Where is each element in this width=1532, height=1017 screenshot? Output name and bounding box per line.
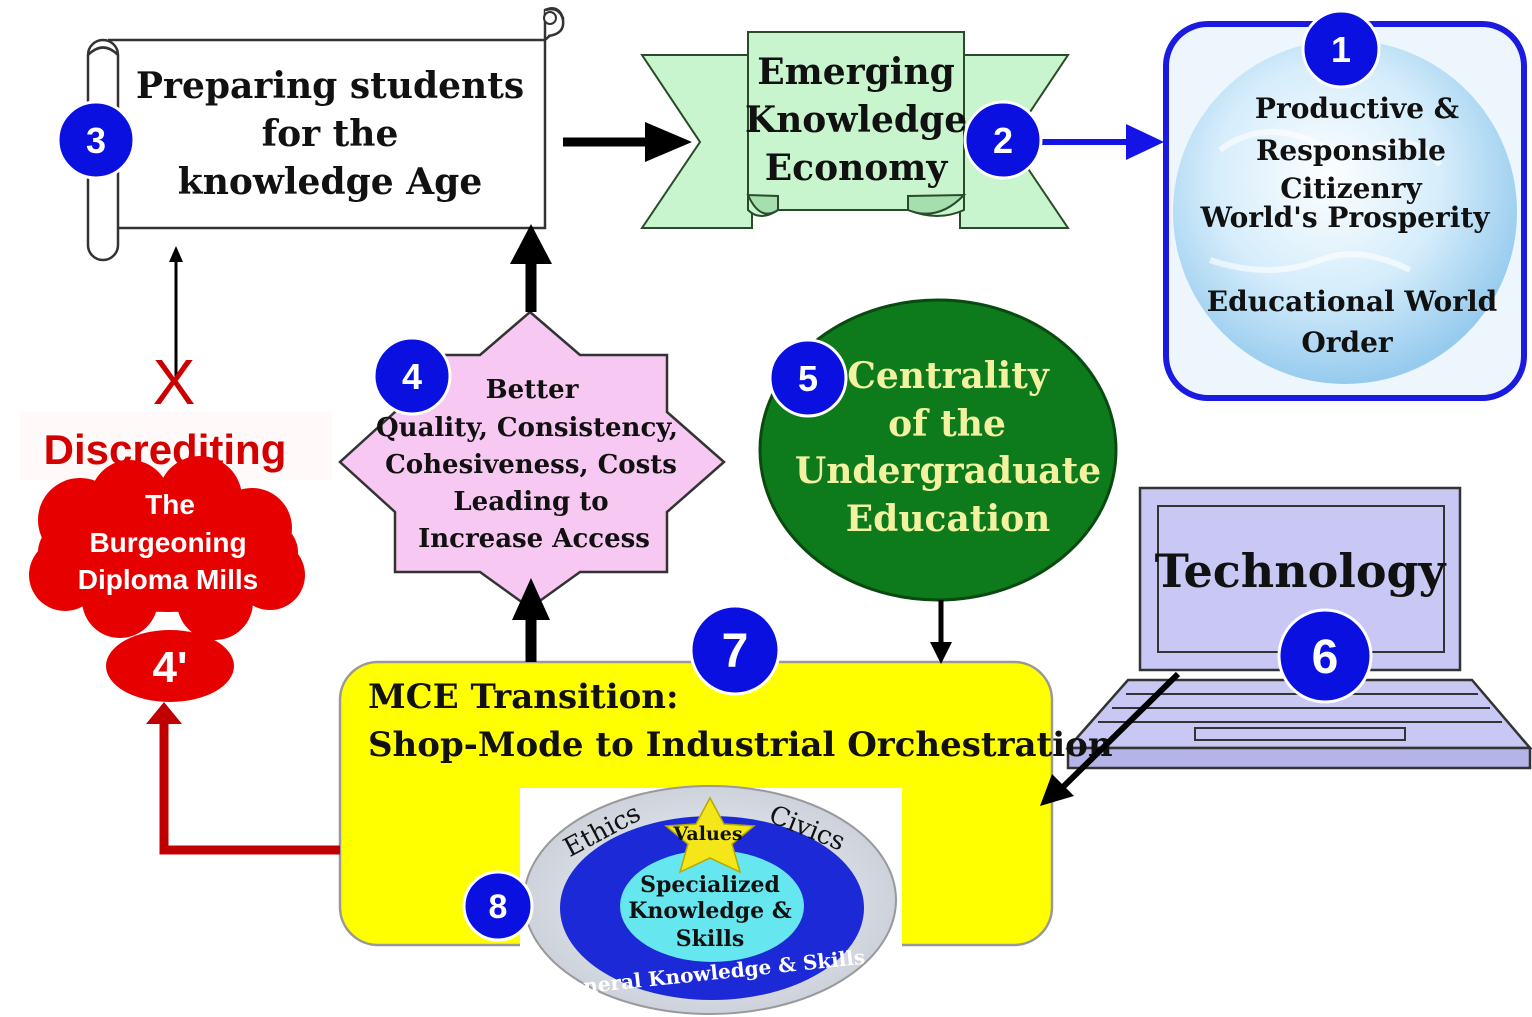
node-1-line-3: Citizenry: [1280, 172, 1422, 205]
node-4-line-5: Increase Access: [418, 524, 650, 554]
badge-4: 4: [372, 336, 452, 416]
node-8-values: Values: [672, 823, 742, 845]
node-8-core-2: Knowledge &: [628, 898, 792, 924]
badge-2: 2: [963, 100, 1043, 180]
node-5-undergraduate-ellipse: Centrality of the Undergraduate Educatio…: [758, 298, 1118, 602]
badge-7: 7: [689, 604, 781, 696]
svg-text:1: 1: [1331, 29, 1351, 70]
reject-x-mark: X: [153, 346, 196, 418]
values-star-icon: [664, 796, 756, 874]
badge-8: 8: [462, 870, 534, 942]
badge-3: 3: [56, 100, 136, 180]
node-6-label: Technology: [1155, 544, 1447, 598]
node-5-line-4: Education: [846, 498, 1051, 540]
node-7-line-2: Shop-Mode to Industrial Orchestration: [368, 725, 1113, 765]
node-4-line-4: Leading to: [453, 487, 608, 517]
node-7-line-1: MCE Transition:: [368, 677, 679, 717]
arrow-6-to-7-head: [1040, 774, 1074, 806]
arrow-2-to-1-head: [1126, 124, 1164, 160]
badge-5: 5: [768, 338, 848, 418]
node-4prime-badge: 4': [153, 643, 188, 692]
node-5-line-2: of the: [888, 403, 1006, 445]
arrow-3-to-2-head: [645, 122, 692, 162]
node-1-line-6: Order: [1301, 326, 1394, 359]
node-1-line-2: Responsible: [1256, 134, 1446, 167]
node-6-technology-laptop: Technology: [1065, 486, 1532, 770]
node-3-line-2: for the: [262, 113, 399, 155]
badge-1: 1: [1301, 9, 1381, 89]
blocked-link-head: [169, 246, 183, 262]
arrow-7-to-4prime-head: [146, 702, 182, 724]
badges: 1 2 3 4 5 6 7 8: [56, 9, 1381, 942]
node-4-line-3: Cohesiveness, Costs: [385, 450, 677, 480]
svg-text:3: 3: [86, 120, 106, 161]
node-1-line-1: Productive &: [1255, 92, 1459, 125]
node-2-economy-banner: Emerging Knowledge Economy: [640, 31, 1070, 229]
node-4prime-diploma-mills: Discrediting The Burgeoning Diploma Mill…: [20, 412, 332, 702]
node-4prime-line-1: The: [145, 489, 195, 520]
node-8-competency-oval: Values Ethics Civics Specialized Knowled…: [520, 785, 902, 1017]
badge-6: 6: [1277, 608, 1373, 704]
svg-text:8: 8: [489, 888, 508, 926]
node-8-core-1: Specialized: [640, 872, 780, 898]
discrediting-heading: Discrediting: [44, 426, 287, 473]
node-3-line-3: knowledge Age: [178, 161, 483, 203]
svg-text:2: 2: [993, 120, 1013, 161]
arrow-5-to-7-head: [930, 642, 952, 664]
node-3-scroll: Preparing students for the knowledge Age: [86, 7, 565, 262]
node-4prime-line-3: Diploma Mills: [78, 564, 258, 595]
node-2-line-1: Emerging: [757, 51, 955, 93]
node-8-core-3: Skills: [676, 926, 745, 952]
svg-text:6: 6: [1312, 631, 1339, 684]
arrow-6-to-7: [1059, 671, 1181, 791]
node-4prime-line-2: Burgeoning: [89, 527, 246, 558]
red-cloud-shape: [29, 456, 305, 702]
node-5-line-1: Centrality: [847, 355, 1050, 397]
svg-text:5: 5: [798, 358, 818, 399]
arrow-4-to-3-head: [510, 224, 552, 264]
arrow-7-to-4-head: [512, 578, 550, 620]
arrows: [146, 122, 1181, 855]
node-3-line-1: Preparing students: [136, 65, 524, 107]
node-4-line-2: Quality, Consistency,: [376, 413, 678, 443]
node-2-line-3: Economy: [765, 147, 949, 189]
node-5-line-3: Undergraduate: [795, 450, 1101, 492]
node-4-line-1: Better: [486, 375, 579, 405]
svg-text:4: 4: [402, 356, 422, 397]
node-1-line-4: World's Prosperity: [1199, 201, 1490, 234]
node-2-line-2: Knowledge: [745, 99, 967, 141]
node-1-prosperity-box: Productive & Responsible Citizenry World…: [1163, 21, 1527, 401]
node-1-line-5: Educational World: [1207, 285, 1497, 318]
svg-text:7: 7: [722, 625, 749, 678]
arrow-7-to-4prime: [159, 722, 340, 855]
